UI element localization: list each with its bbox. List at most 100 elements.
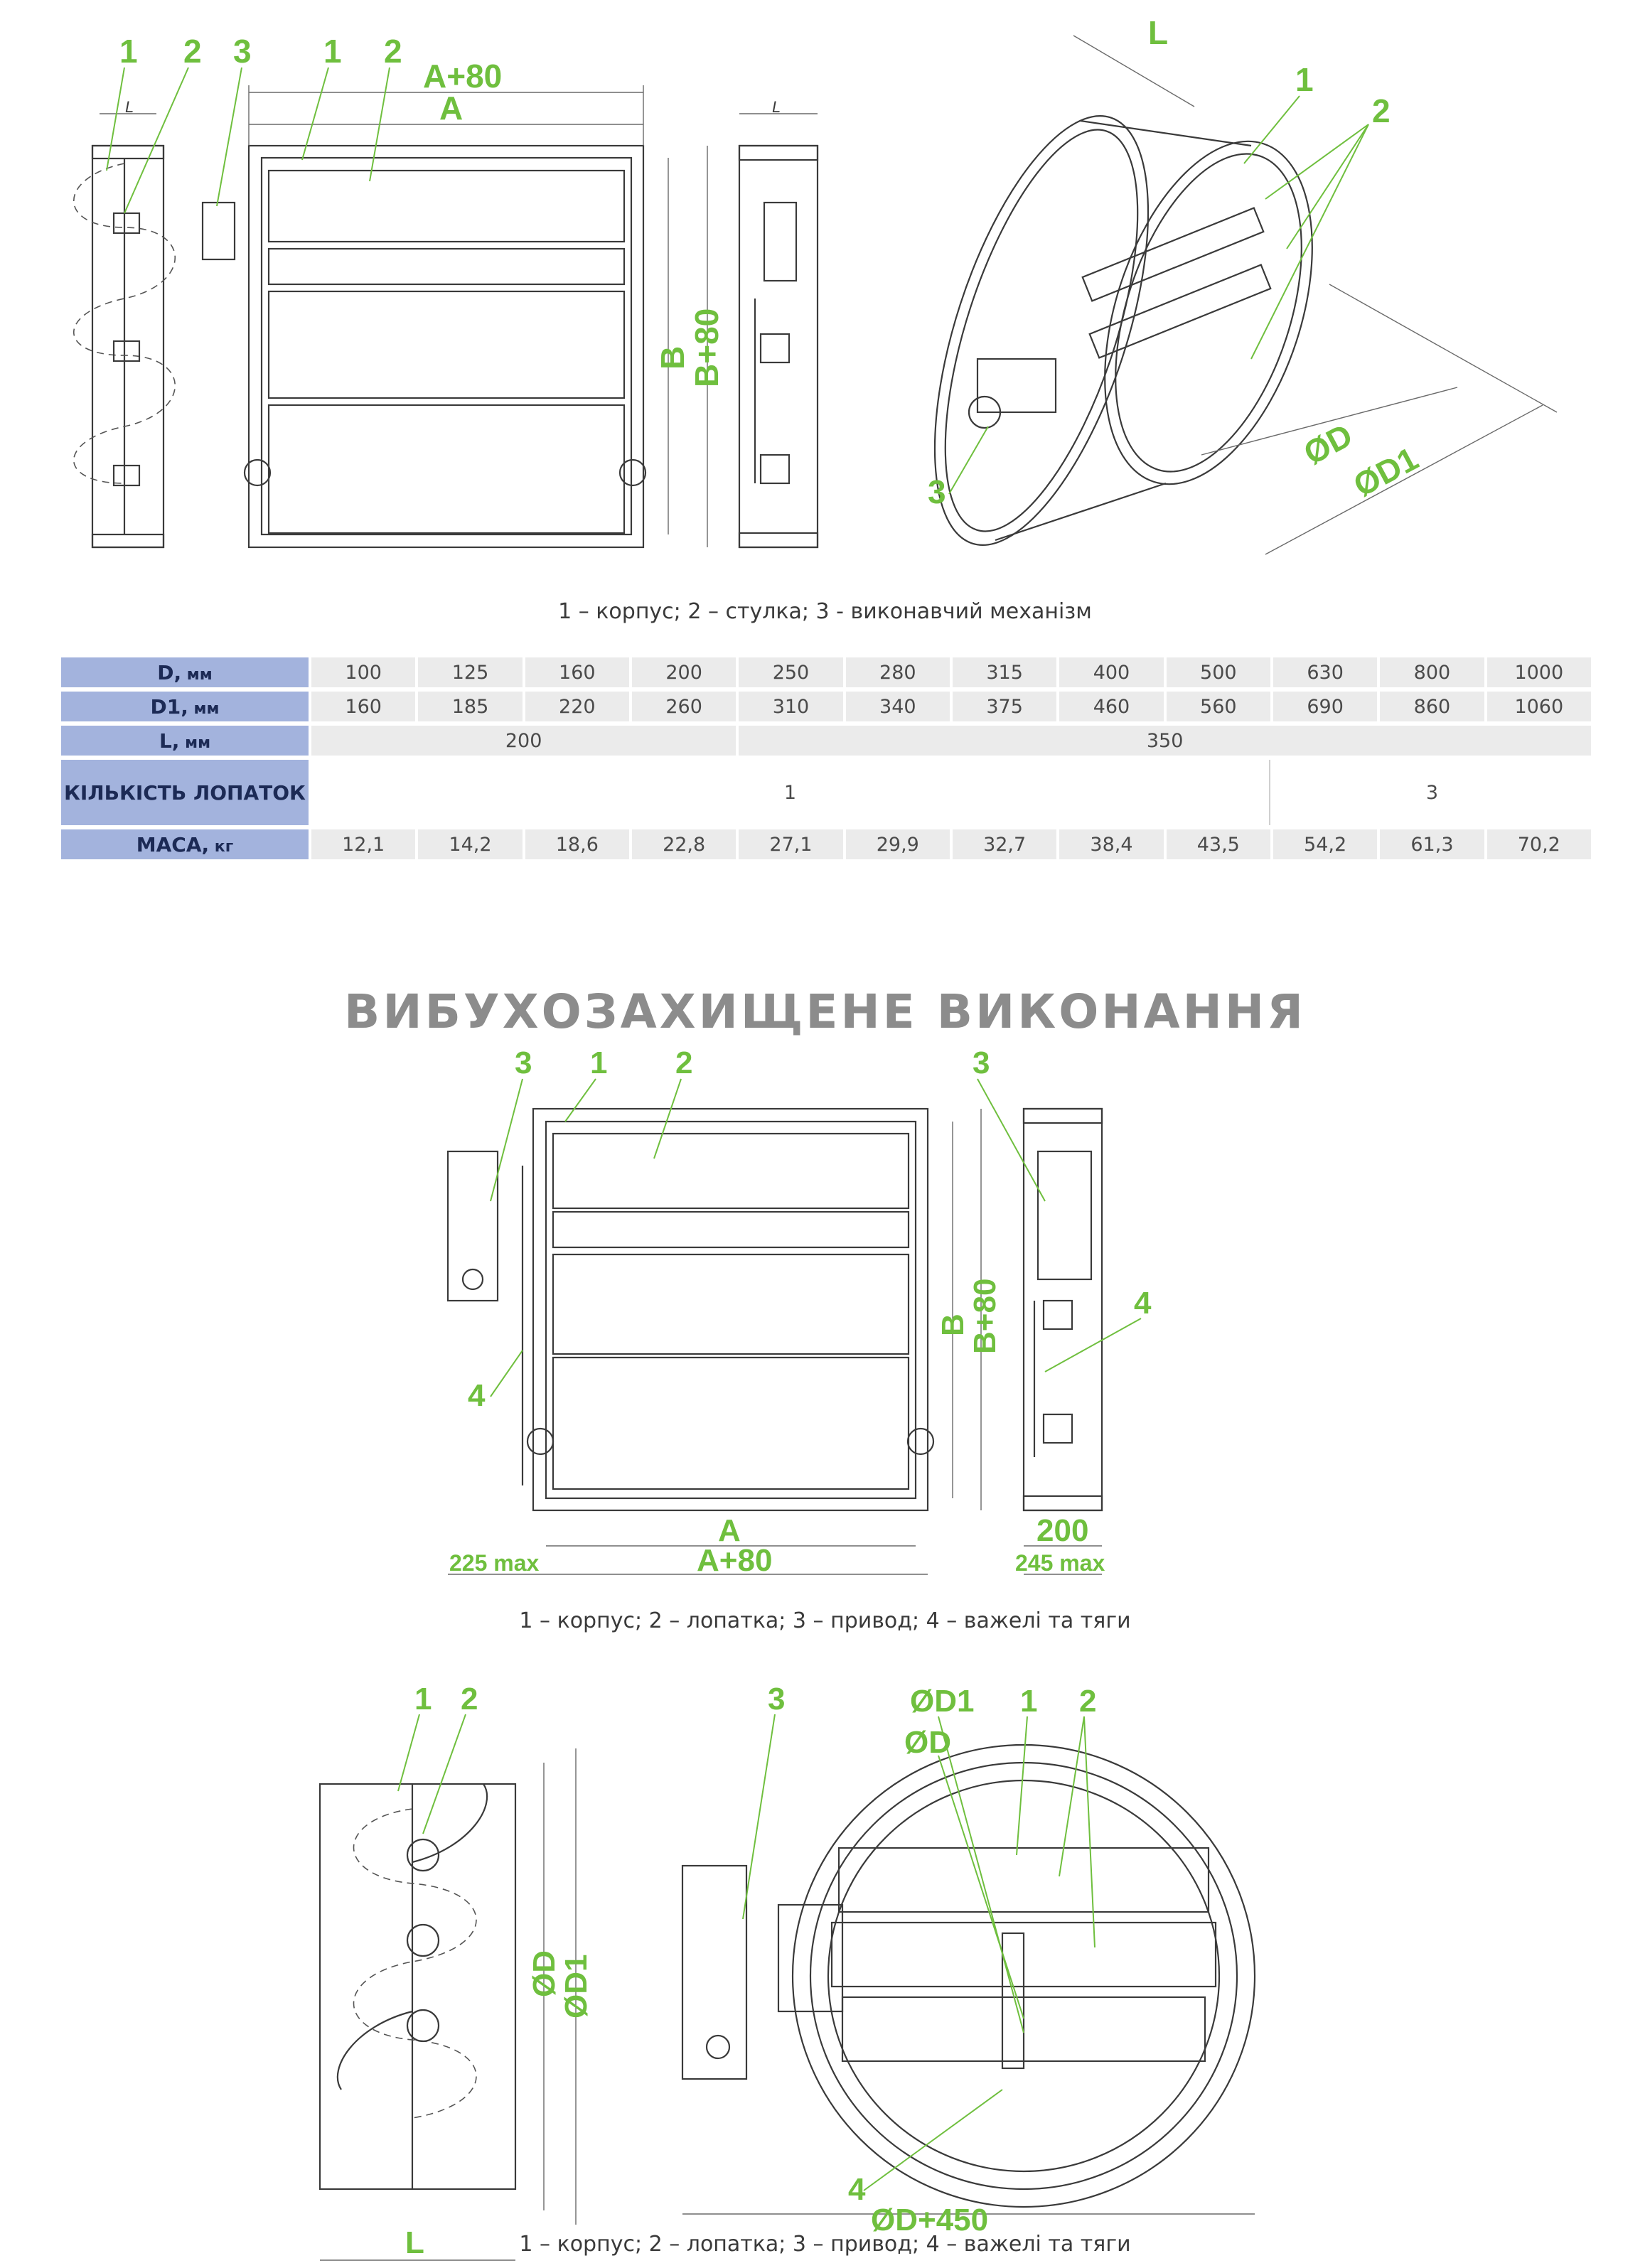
- label-3: 3: [768, 1682, 785, 1716]
- spec-row-label: D,: [157, 660, 182, 684]
- spec-cell: 54,2: [1273, 829, 1378, 859]
- spec-row-header: КІЛЬКІСТЬ ЛОПАТОК: [61, 760, 309, 825]
- label-4: 4: [1134, 1286, 1152, 1321]
- spec-cell: 350: [739, 726, 1591, 756]
- dim-od1: ØD1: [559, 1955, 594, 2019]
- spec-cell: 310: [739, 692, 843, 721]
- spec-cell: 185: [418, 692, 523, 721]
- label-2: 2: [183, 33, 202, 70]
- drawing3-caption: 1 – корпус; 2 – лопатка; 3 – привод; 4 –…: [519, 2232, 1131, 2257]
- spec-cell: 690: [1273, 692, 1378, 721]
- spec-cell: 38,4: [1059, 829, 1164, 859]
- dim-l: L: [1148, 14, 1168, 51]
- drawing1: 1 2 3 1 2 A+80 A B B+80 L L 1 2 3 L ØD Ø…: [73, 14, 1558, 555]
- spec-cell: 125: [418, 657, 523, 687]
- spec-cell: 200: [311, 726, 736, 756]
- label-4: 4: [848, 2172, 866, 2207]
- spec-cell: 260: [631, 692, 736, 721]
- spec-row-header: D, мм: [61, 657, 309, 687]
- spec-cell: 375: [952, 692, 1057, 721]
- label-3: 3: [973, 1046, 990, 1080]
- dim-od1: ØD1: [910, 1684, 974, 1719]
- spec-cell: 800: [1380, 657, 1484, 687]
- dim-b80: B+80: [688, 308, 725, 387]
- spec-row-label: D1,: [150, 694, 188, 719]
- drawing2: 3 1 2 3 4 4 B B+80 A A+80 225 max 200 24…: [446, 1046, 1152, 1578]
- spec-row-label: КІЛЬКІСТЬ ЛОПАТОК: [64, 780, 306, 805]
- spec-cell: 18,6: [525, 829, 629, 859]
- dim-a: A: [439, 90, 463, 127]
- spec-cell: 3: [1273, 760, 1591, 825]
- spec-cell: 61,3: [1380, 829, 1484, 859]
- drawing1-labels: 1 2 3 1 2 A+80 A B B+80 L L 1 2 3 L ØD Ø…: [106, 14, 1424, 510]
- spec-row-header: L, мм: [61, 726, 309, 756]
- dim-b: B: [654, 346, 691, 370]
- spec-row-unit: мм: [181, 665, 213, 684]
- spec-cell: 630: [1273, 657, 1378, 687]
- dim-245: 245 max: [1015, 1550, 1105, 1576]
- spec-cell: 500: [1166, 657, 1270, 687]
- label-2: 2: [1372, 92, 1391, 129]
- spec-cell: 280: [845, 657, 950, 687]
- drawing2-caption: 1 – корпус; 2 – лопатка; 3 – привод; 4 –…: [519, 1608, 1131, 1633]
- drawing1-caption: 1 – корпус; 2 – стулка; 3 - виконавчий м…: [558, 599, 1092, 624]
- spec-cell: 27,1: [739, 829, 843, 859]
- spec-cell: 200: [631, 657, 736, 687]
- front-view-round-ex: [681, 1743, 1256, 2215]
- dim-a80: A+80: [423, 58, 502, 95]
- spec-row-unit: мм: [188, 699, 220, 718]
- label-2: 2: [675, 1046, 692, 1080]
- label-1: 1: [119, 33, 138, 70]
- spec-cell: 160: [311, 692, 416, 721]
- spec-cell: 1000: [1486, 657, 1591, 687]
- spec-cell: 460: [1059, 692, 1164, 721]
- spec-row-header: D1, мм: [61, 692, 309, 721]
- dim-od: ØD: [527, 1950, 562, 1997]
- spec-cell: 340: [845, 692, 950, 721]
- dim-od1: ØD1: [1347, 440, 1424, 504]
- label-4: 4: [468, 1378, 486, 1413]
- spec-row-label: L,: [159, 729, 180, 753]
- dim-a80: A+80: [697, 1543, 772, 1578]
- drawing3-labels: 1 2 ØD ØD1 L 3 ØD1 ØD 1 2 4 ØD+450: [397, 1682, 1096, 2260]
- dim-od450: ØD+450: [871, 2203, 988, 2237]
- spec-row-label: МАСА,: [136, 832, 210, 856]
- label-2: 2: [461, 1682, 478, 1716]
- dim-200: 200: [1036, 1513, 1088, 1548]
- spec-cell: 220: [525, 692, 629, 721]
- spec-cell: 1: [311, 760, 1270, 825]
- label-1: 1: [1295, 61, 1314, 98]
- side-view-ex: [1022, 1107, 1103, 1575]
- label-1: 1: [1020, 1684, 1037, 1719]
- spec-cell: 315: [952, 657, 1057, 687]
- label-1: 1: [590, 1046, 607, 1080]
- side-profile-left: [73, 113, 176, 549]
- label-2: 2: [384, 33, 402, 70]
- spec-cell: 560: [1166, 692, 1270, 721]
- spec-cell: 160: [525, 657, 629, 687]
- round-damper-isometric: [933, 35, 1558, 555]
- dim-l-right: L: [772, 98, 781, 116]
- dim-b: B: [936, 1313, 970, 1336]
- label-3: 3: [928, 473, 946, 510]
- drawing2-labels: 3 1 2 3 4 4 B B+80 A A+80 225 max 200 24…: [449, 1046, 1152, 1578]
- dim-a: A: [718, 1513, 741, 1548]
- spec-cell: 250: [739, 657, 843, 687]
- spec-cell: 22,8: [631, 829, 736, 859]
- dim-od: ØD: [904, 1725, 951, 1760]
- label-1: 1: [323, 33, 342, 70]
- spec-cell: 12,1: [311, 829, 416, 859]
- spec-cell: 400: [1059, 657, 1164, 687]
- dim-l: L: [405, 2225, 424, 2260]
- label-1: 1: [414, 1682, 432, 1716]
- dim-l-left: L: [125, 98, 134, 116]
- spec-cell: 43,5: [1166, 829, 1270, 859]
- spec-cell: 860: [1380, 692, 1484, 721]
